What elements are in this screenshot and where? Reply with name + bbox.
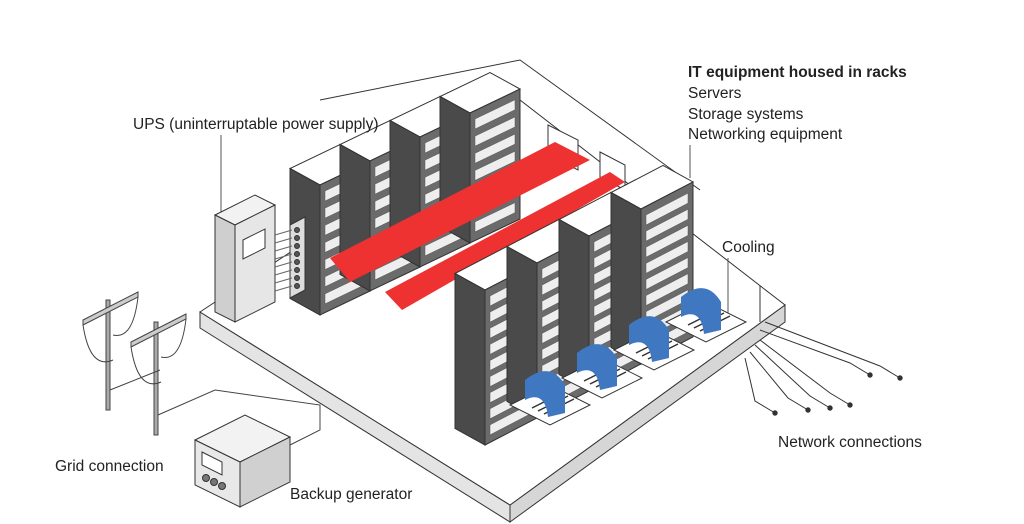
connector-port bbox=[294, 275, 300, 281]
backup-generator bbox=[193, 414, 292, 508]
cooling-units bbox=[508, 288, 748, 426]
server-unit bbox=[645, 192, 689, 226]
server-unit bbox=[474, 116, 516, 147]
power-cable bbox=[274, 229, 293, 236]
cable-end bbox=[847, 402, 853, 408]
cable-end bbox=[805, 407, 811, 413]
server-unit bbox=[645, 224, 689, 258]
server-unit bbox=[474, 202, 516, 233]
cable-end bbox=[897, 375, 903, 381]
power-cable bbox=[274, 277, 293, 284]
it-item-networking: Networking equipment bbox=[688, 126, 843, 143]
cable-end bbox=[772, 410, 778, 416]
network-cable bbox=[744, 357, 776, 414]
connector-port bbox=[294, 267, 300, 273]
ups-connector-panel bbox=[274, 216, 306, 299]
generator-label: Backup generator bbox=[290, 486, 413, 503]
power-cable bbox=[274, 285, 293, 292]
server-unit bbox=[474, 133, 516, 164]
connector-port bbox=[294, 227, 300, 233]
grid-cables bbox=[109, 369, 321, 446]
network-cable bbox=[759, 329, 871, 376]
server-unit bbox=[645, 273, 689, 306]
it-equipment-title: IT equipment housed in racks bbox=[688, 64, 907, 81]
it-item-storage: Storage systems bbox=[688, 106, 804, 123]
network-cable bbox=[749, 351, 809, 411]
connector-port bbox=[294, 251, 300, 257]
hot-aisle-strip bbox=[385, 172, 625, 310]
network-cable bbox=[759, 339, 851, 406]
power-line bbox=[112, 296, 139, 336]
ups-cabinet bbox=[213, 194, 277, 323]
power-line bbox=[160, 318, 187, 358]
server-unit bbox=[645, 257, 689, 290]
it-item-servers: Servers bbox=[688, 85, 742, 102]
network-cable bbox=[754, 344, 831, 409]
connector-port bbox=[294, 235, 300, 241]
connector-strip bbox=[289, 216, 306, 299]
power-line bbox=[130, 346, 162, 385]
cooling-airflow-arrow bbox=[525, 371, 565, 417]
connector-port bbox=[294, 243, 300, 249]
power-cable bbox=[274, 261, 293, 268]
power-cable bbox=[274, 253, 293, 260]
pole bbox=[153, 321, 159, 436]
cooling-airflow-arrow bbox=[629, 316, 669, 362]
network-cables bbox=[744, 321, 903, 416]
grid-label: Grid connection bbox=[55, 458, 164, 475]
back-wall bbox=[319, 59, 701, 191]
cable-end bbox=[827, 405, 833, 411]
cooling-label: Cooling bbox=[722, 239, 775, 256]
server-unit bbox=[474, 99, 516, 130]
network-label: Network connections bbox=[778, 434, 922, 451]
cable-end bbox=[867, 372, 873, 378]
server-unit bbox=[645, 208, 689, 242]
cooling-airflow-arrow bbox=[577, 344, 617, 390]
server-unit bbox=[645, 241, 689, 274]
connector-port bbox=[294, 283, 300, 289]
rack-side bbox=[454, 272, 486, 446]
power-cable bbox=[274, 269, 293, 276]
pole bbox=[105, 299, 111, 411]
connector-port bbox=[294, 259, 300, 265]
power-cable bbox=[274, 245, 293, 252]
ups-label: UPS (uninterruptable power supply) bbox=[133, 116, 379, 133]
server-unit bbox=[474, 150, 516, 181]
utility-poles bbox=[82, 291, 187, 436]
cooling-airflow-arrow bbox=[681, 288, 721, 334]
hot-aisle-strip bbox=[330, 142, 590, 282]
network-cable bbox=[764, 321, 901, 379]
power-line bbox=[82, 324, 114, 363]
power-cable bbox=[274, 237, 293, 244]
